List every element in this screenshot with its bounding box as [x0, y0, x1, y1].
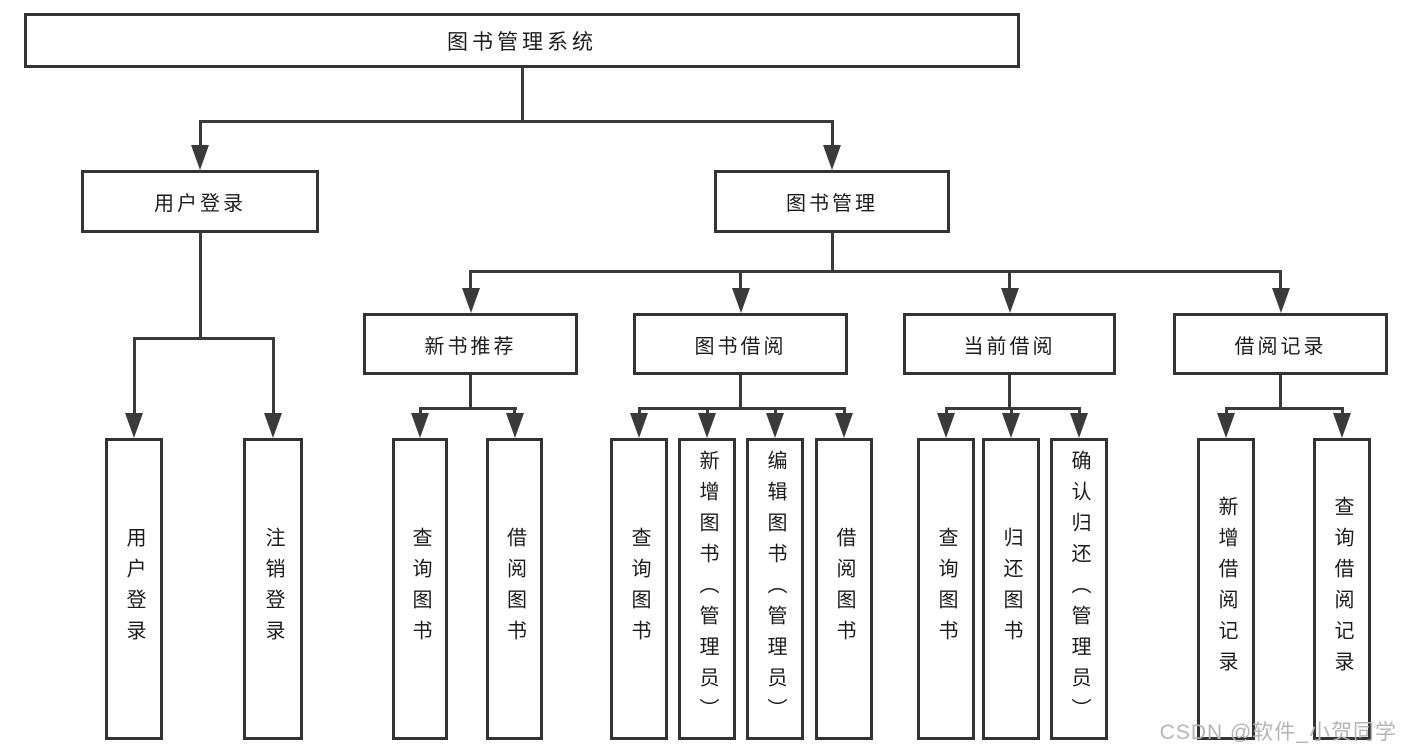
arrow-down-icon [1070, 413, 1088, 438]
leaf-add-borrow-record: 新增借阅记录 [1197, 438, 1255, 740]
connector-stub [1008, 375, 1011, 410]
leaf-label: 查询图书 [409, 527, 431, 651]
connector-stem [830, 120, 834, 148]
arrow-down-icon [505, 413, 524, 438]
connector-rail [944, 407, 1081, 410]
leaf-label: 查询图书 [628, 527, 650, 651]
arrow-down-icon [835, 413, 853, 438]
connector-stem [739, 270, 742, 291]
connector-rail [637, 407, 846, 410]
leaf-label: 借阅图书 [833, 527, 855, 651]
connector-stub [1279, 375, 1282, 410]
connector-root-stub [520, 68, 524, 122]
connector-stem [513, 407, 516, 417]
leaf-label: 用户登录 [123, 527, 145, 651]
node-current-borrowing: 当前借阅 [903, 313, 1116, 375]
connector-rail [418, 407, 517, 410]
leaf-edit-books-admin: 编辑图书（管理员） [746, 438, 804, 740]
connector-stem [1077, 407, 1081, 417]
connector-level2-rail [198, 120, 834, 123]
connector-stem [418, 407, 422, 417]
connector-stem [1224, 407, 1228, 417]
leaf-label: 查询图书 [935, 527, 957, 651]
connector-stem [944, 407, 948, 417]
node-library-management-system: 图书管理系统 [24, 13, 1020, 68]
arrow-down-icon [731, 288, 750, 313]
connector-stem [1279, 270, 1282, 291]
node-label: 图书管理系统 [447, 30, 597, 54]
connector-stem [271, 337, 275, 415]
node-user-login: 用户登录 [81, 170, 319, 233]
leaf-label: 新增借阅记录 [1215, 496, 1237, 682]
connector-stem [198, 120, 202, 148]
leaf-label: 查询借阅记录 [1331, 496, 1353, 682]
leaf-logout: 注销登录 [243, 438, 303, 740]
arrow-down-icon [125, 413, 143, 438]
arrow-down-icon [698, 413, 716, 438]
arrow-down-icon [937, 413, 955, 438]
leaf-label: 新增图书（管理员） [696, 449, 718, 729]
leaf-borrow-books: 借阅图书 [815, 438, 873, 740]
arrow-down-icon [1002, 413, 1020, 438]
node-new-book-recommendation: 新书推荐 [363, 313, 578, 375]
node-book-management: 图书管理 [714, 170, 950, 233]
leaf-label: 编辑图书（管理员） [764, 449, 786, 729]
leaf-confirm-return-admin: 确认归还（管理员） [1050, 438, 1108, 740]
arrow-down-icon [264, 413, 282, 438]
node-label: 图书借阅 [694, 335, 787, 358]
connector-level3-rail [469, 270, 1282, 273]
arrow-down-icon [1271, 288, 1290, 313]
leaf-add-books-admin: 新增图书（管理员） [678, 438, 736, 740]
connector-rail [1224, 407, 1344, 410]
connector-stem [1008, 270, 1011, 291]
leaf-return-books: 归还图书 [982, 438, 1040, 740]
connector-stem [773, 407, 777, 417]
leaf-query-books-borrowing: 查询图书 [610, 438, 668, 740]
arrow-down-icon [1333, 413, 1351, 438]
connector-stem [637, 407, 641, 417]
node-label: 当前借阅 [963, 335, 1056, 358]
leaf-borrow-books-recommend: 借阅图书 [486, 438, 543, 740]
node-label: 新书推荐 [424, 335, 517, 358]
arrow-down-icon [766, 413, 784, 438]
leaf-label: 借阅图书 [503, 527, 526, 651]
node-label: 用户登录 [154, 193, 246, 215]
connector-stub [739, 375, 742, 410]
leaf-user-login: 用户登录 [105, 438, 163, 740]
csdn-watermark: CSDN @软件_小贺同学 [1159, 721, 1397, 744]
connector-stub [198, 233, 202, 340]
leaf-query-books-current: 查询图书 [917, 438, 975, 740]
node-borrowing-records: 借阅记录 [1173, 313, 1388, 375]
connector-stem [842, 407, 846, 417]
connector-stem [132, 337, 136, 415]
arrow-down-icon [191, 145, 209, 170]
connector-stem [469, 270, 472, 291]
arrow-down-icon [1000, 288, 1019, 313]
connector-stem [1009, 407, 1013, 417]
node-label: 借阅记录 [1234, 335, 1327, 358]
connector-stub [830, 233, 834, 273]
arrow-down-icon [1217, 413, 1235, 438]
leaf-query-borrow-record: 查询借阅记录 [1313, 438, 1371, 740]
arrow-down-icon [461, 288, 480, 313]
connector-stem [1340, 407, 1344, 417]
leaf-label: 确认归还（管理员） [1068, 449, 1090, 729]
leaf-label: 归还图书 [1000, 527, 1022, 651]
arrow-down-icon [630, 413, 648, 438]
arrow-down-icon [823, 145, 841, 170]
connector-rail [132, 337, 275, 340]
leaf-label: 注销登录 [262, 527, 284, 651]
leaf-query-books-recommend: 查询图书 [392, 438, 448, 740]
arrow-down-icon [411, 413, 429, 438]
node-label: 图书管理 [786, 193, 878, 215]
node-book-borrowing: 图书借阅 [633, 313, 848, 375]
connector-stem [705, 407, 709, 417]
connector-stub [469, 375, 472, 410]
